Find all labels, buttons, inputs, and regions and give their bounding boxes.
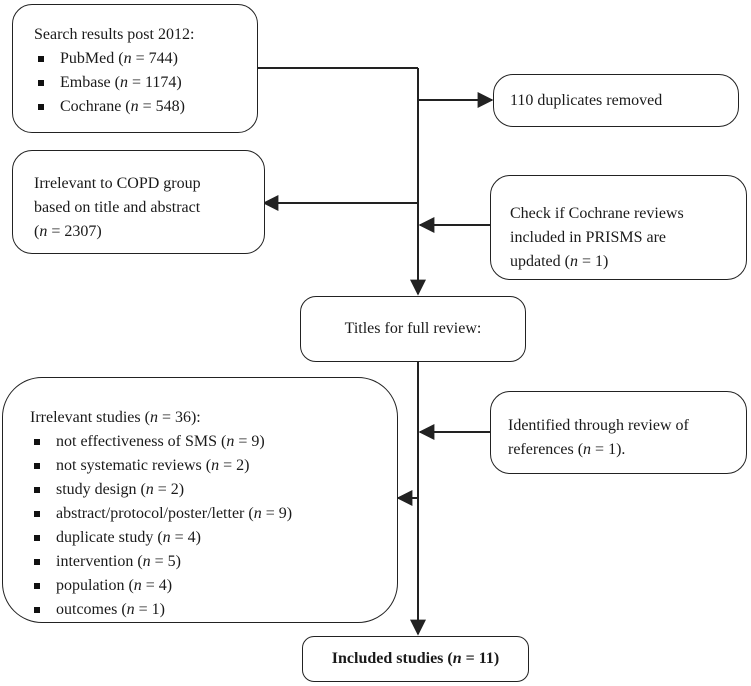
irrelevant-studies-box: Irrelevant studies (n = 36): not effecti… <box>2 377 398 623</box>
cochrane-check-box: Check if Cochrane reviews included in PR… <box>490 175 747 280</box>
references-box: Identified through review of references … <box>490 391 747 474</box>
full-review-box: Titles for full review: <box>300 296 526 362</box>
exclusion-reason-item: abstract/protocol/poster/letter (n = 9) <box>30 502 397 526</box>
search-results-title: Search results post 2012: <box>34 26 195 43</box>
search-source-pubmed: PubMed (n = 744) <box>34 47 257 71</box>
exclusion-reason-item: population (n = 4) <box>30 574 397 598</box>
irrelevant-studies-title: Irrelevant studies (n = 36): <box>30 409 201 426</box>
full-review-text: Titles for full review: <box>344 320 482 337</box>
included-studies-text: Included studies (n = 11) <box>331 650 500 667</box>
irrelevant-copd-count: (n = 2307) <box>34 223 102 240</box>
exclusion-reason-item: not systematic reviews (n = 2) <box>30 454 397 478</box>
exclusion-reason-item: duplicate study (n = 4) <box>30 526 397 550</box>
cochrane-check-line1: Check if Cochrane reviews <box>510 205 684 222</box>
search-source-cochrane: Cochrane (n = 548) <box>34 95 257 119</box>
cochrane-check-line2: included in PRISMS are <box>510 229 666 246</box>
duplicates-removed-box: 110 duplicates removed <box>493 74 739 127</box>
irrelevant-copd-line2: based on title and abstract <box>34 199 201 216</box>
exclusion-reason-item: outcomes (n = 1) <box>30 598 397 622</box>
references-line2: references (n = 1). <box>508 441 626 458</box>
search-results-box: Search results post 2012: PubMed (n = 74… <box>12 4 258 133</box>
duplicates-removed-text: 110 duplicates removed <box>510 92 663 109</box>
search-source-embase: Embase (n = 1174) <box>34 71 257 95</box>
included-studies-box: Included studies (n = 11) <box>302 636 529 682</box>
exclusion-reason-item: study design (n = 2) <box>30 478 397 502</box>
irrelevant-copd-box: Irrelevant to COPD group based on title … <box>12 150 265 254</box>
cochrane-check-line3: updated (n = 1) <box>510 253 609 270</box>
references-line1: Identified through review of <box>508 417 689 434</box>
exclusion-reason-item: not effectiveness of SMS (n = 9) <box>30 430 397 454</box>
irrelevant-copd-line1: Irrelevant to COPD group <box>34 175 201 192</box>
exclusion-reason-item: intervention (n = 5) <box>30 550 397 574</box>
